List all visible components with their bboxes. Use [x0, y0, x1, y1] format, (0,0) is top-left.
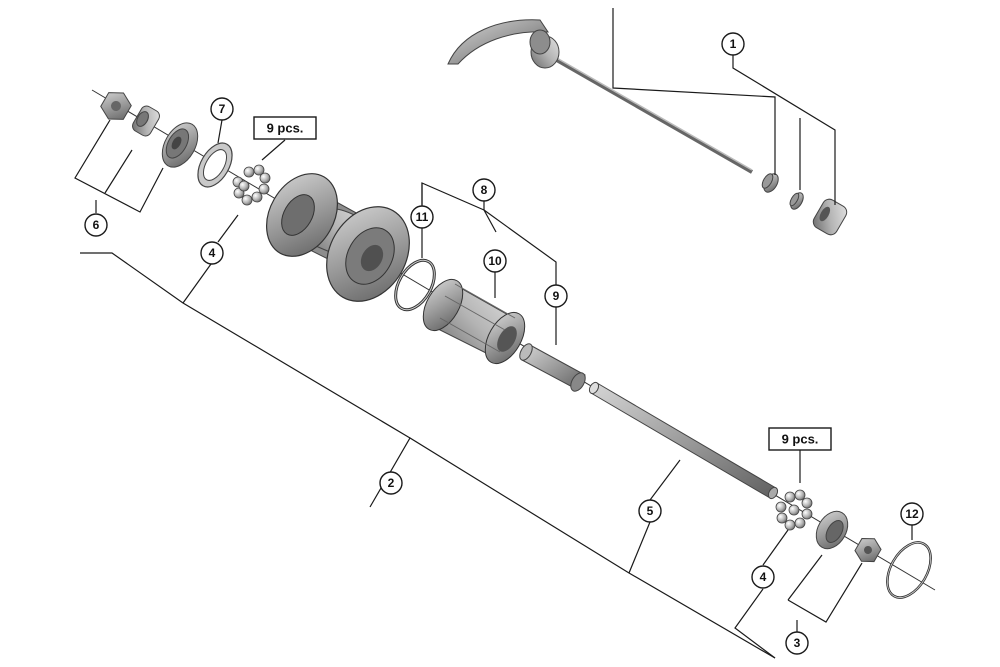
- quantity-label-left: 9 pcs.: [253, 116, 317, 140]
- svg-text:2: 2: [388, 476, 395, 490]
- callout-8: 8: [472, 178, 496, 202]
- freehub-body: [422, 278, 526, 365]
- callout-9: 9: [544, 284, 568, 308]
- ball-bearings-right: [775, 489, 813, 531]
- ball-bearings-left: [232, 164, 271, 206]
- left-locknut: [100, 92, 132, 120]
- skewer-spring-2: [789, 192, 804, 210]
- callout-4-left: 4: [200, 241, 224, 265]
- quick-release-skewer: [447, 19, 848, 236]
- callout-7: 7: [210, 97, 234, 121]
- callout-6: 6: [84, 213, 108, 237]
- svg-text:7: 7: [219, 102, 226, 116]
- left-spacer: [132, 105, 160, 137]
- svg-text:5: 5: [647, 504, 654, 518]
- o-ring: [394, 258, 436, 312]
- leader-lines: [74, 8, 913, 659]
- right-seal-ring: [886, 541, 932, 599]
- quantity-label-right: 9 pcs.: [768, 427, 832, 451]
- svg-text:9 pcs.: 9 pcs.: [782, 432, 819, 447]
- callout-5: 5: [638, 499, 662, 523]
- right-locknut: [854, 537, 882, 563]
- left-cone: [161, 122, 199, 168]
- skewer-spring-1: [761, 173, 779, 193]
- svg-text:9: 9: [553, 289, 560, 303]
- callout-1: 1: [721, 32, 745, 56]
- svg-text:10: 10: [488, 254, 502, 268]
- svg-text:4: 4: [760, 570, 767, 584]
- dust-seal-left: [197, 142, 233, 188]
- freehub-fixing-bolt: [519, 343, 586, 392]
- svg-text:6: 6: [93, 218, 100, 232]
- callout-10: 10: [483, 249, 507, 273]
- svg-text:4: 4: [209, 246, 216, 260]
- callout-12: 12: [900, 502, 924, 526]
- callout-11: 11: [410, 205, 434, 229]
- svg-text:1: 1: [730, 37, 737, 51]
- svg-text:8: 8: [481, 183, 488, 197]
- right-cone: [815, 510, 849, 550]
- svg-text:3: 3: [794, 636, 801, 650]
- skewer-nut: [812, 198, 848, 236]
- callout-4-right: 4: [751, 565, 775, 589]
- callout-3: 3: [785, 631, 809, 655]
- hub-body: [266, 173, 410, 302]
- svg-text:11: 11: [416, 210, 429, 224]
- svg-text:9 pcs.: 9 pcs.: [267, 121, 304, 136]
- callout-2: 2: [379, 471, 403, 495]
- svg-text:12: 12: [905, 507, 919, 521]
- hub-axle: [588, 381, 779, 500]
